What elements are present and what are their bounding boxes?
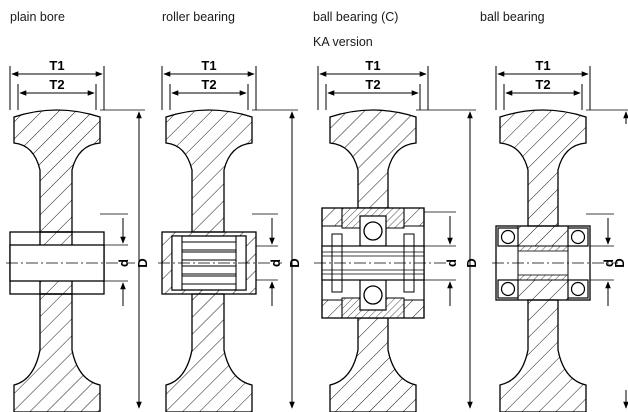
label-D: D (135, 258, 150, 267)
label-t1: T1 (201, 58, 216, 73)
caption-ball-bearing: ball bearing (480, 10, 545, 24)
plain-bore-drawing: T1 T2 d D (6, 58, 150, 412)
label-t1: T1 (365, 58, 380, 73)
roller-bearing-drawing: T1 T2 d D (158, 58, 302, 412)
label-D: D (287, 258, 302, 267)
label-t2: T2 (49, 77, 64, 92)
label-t1: T1 (49, 58, 64, 73)
ball-bearing-ka-drawing: T1 T2 d D (314, 58, 479, 412)
label-t2: T2 (535, 77, 550, 92)
caption-ka-version: KA version (313, 35, 373, 49)
label-d: d (601, 259, 616, 267)
caption-ball-bearing-c: ball bearing (C) (313, 10, 399, 24)
caption-roller-bearing: roller bearing (162, 10, 235, 24)
ball-bearing-drawing: T1 T2 d D (492, 58, 628, 412)
caption-plain-bore: plain bore (10, 10, 65, 24)
label-d: d (116, 259, 131, 267)
label-D: D (464, 258, 479, 267)
label-t2: T2 (365, 77, 380, 92)
label-d: d (444, 259, 459, 267)
label-t1: T1 (535, 58, 550, 73)
label-t2: T2 (201, 77, 216, 92)
label-d: d (268, 259, 283, 267)
label-D: D (612, 258, 627, 267)
